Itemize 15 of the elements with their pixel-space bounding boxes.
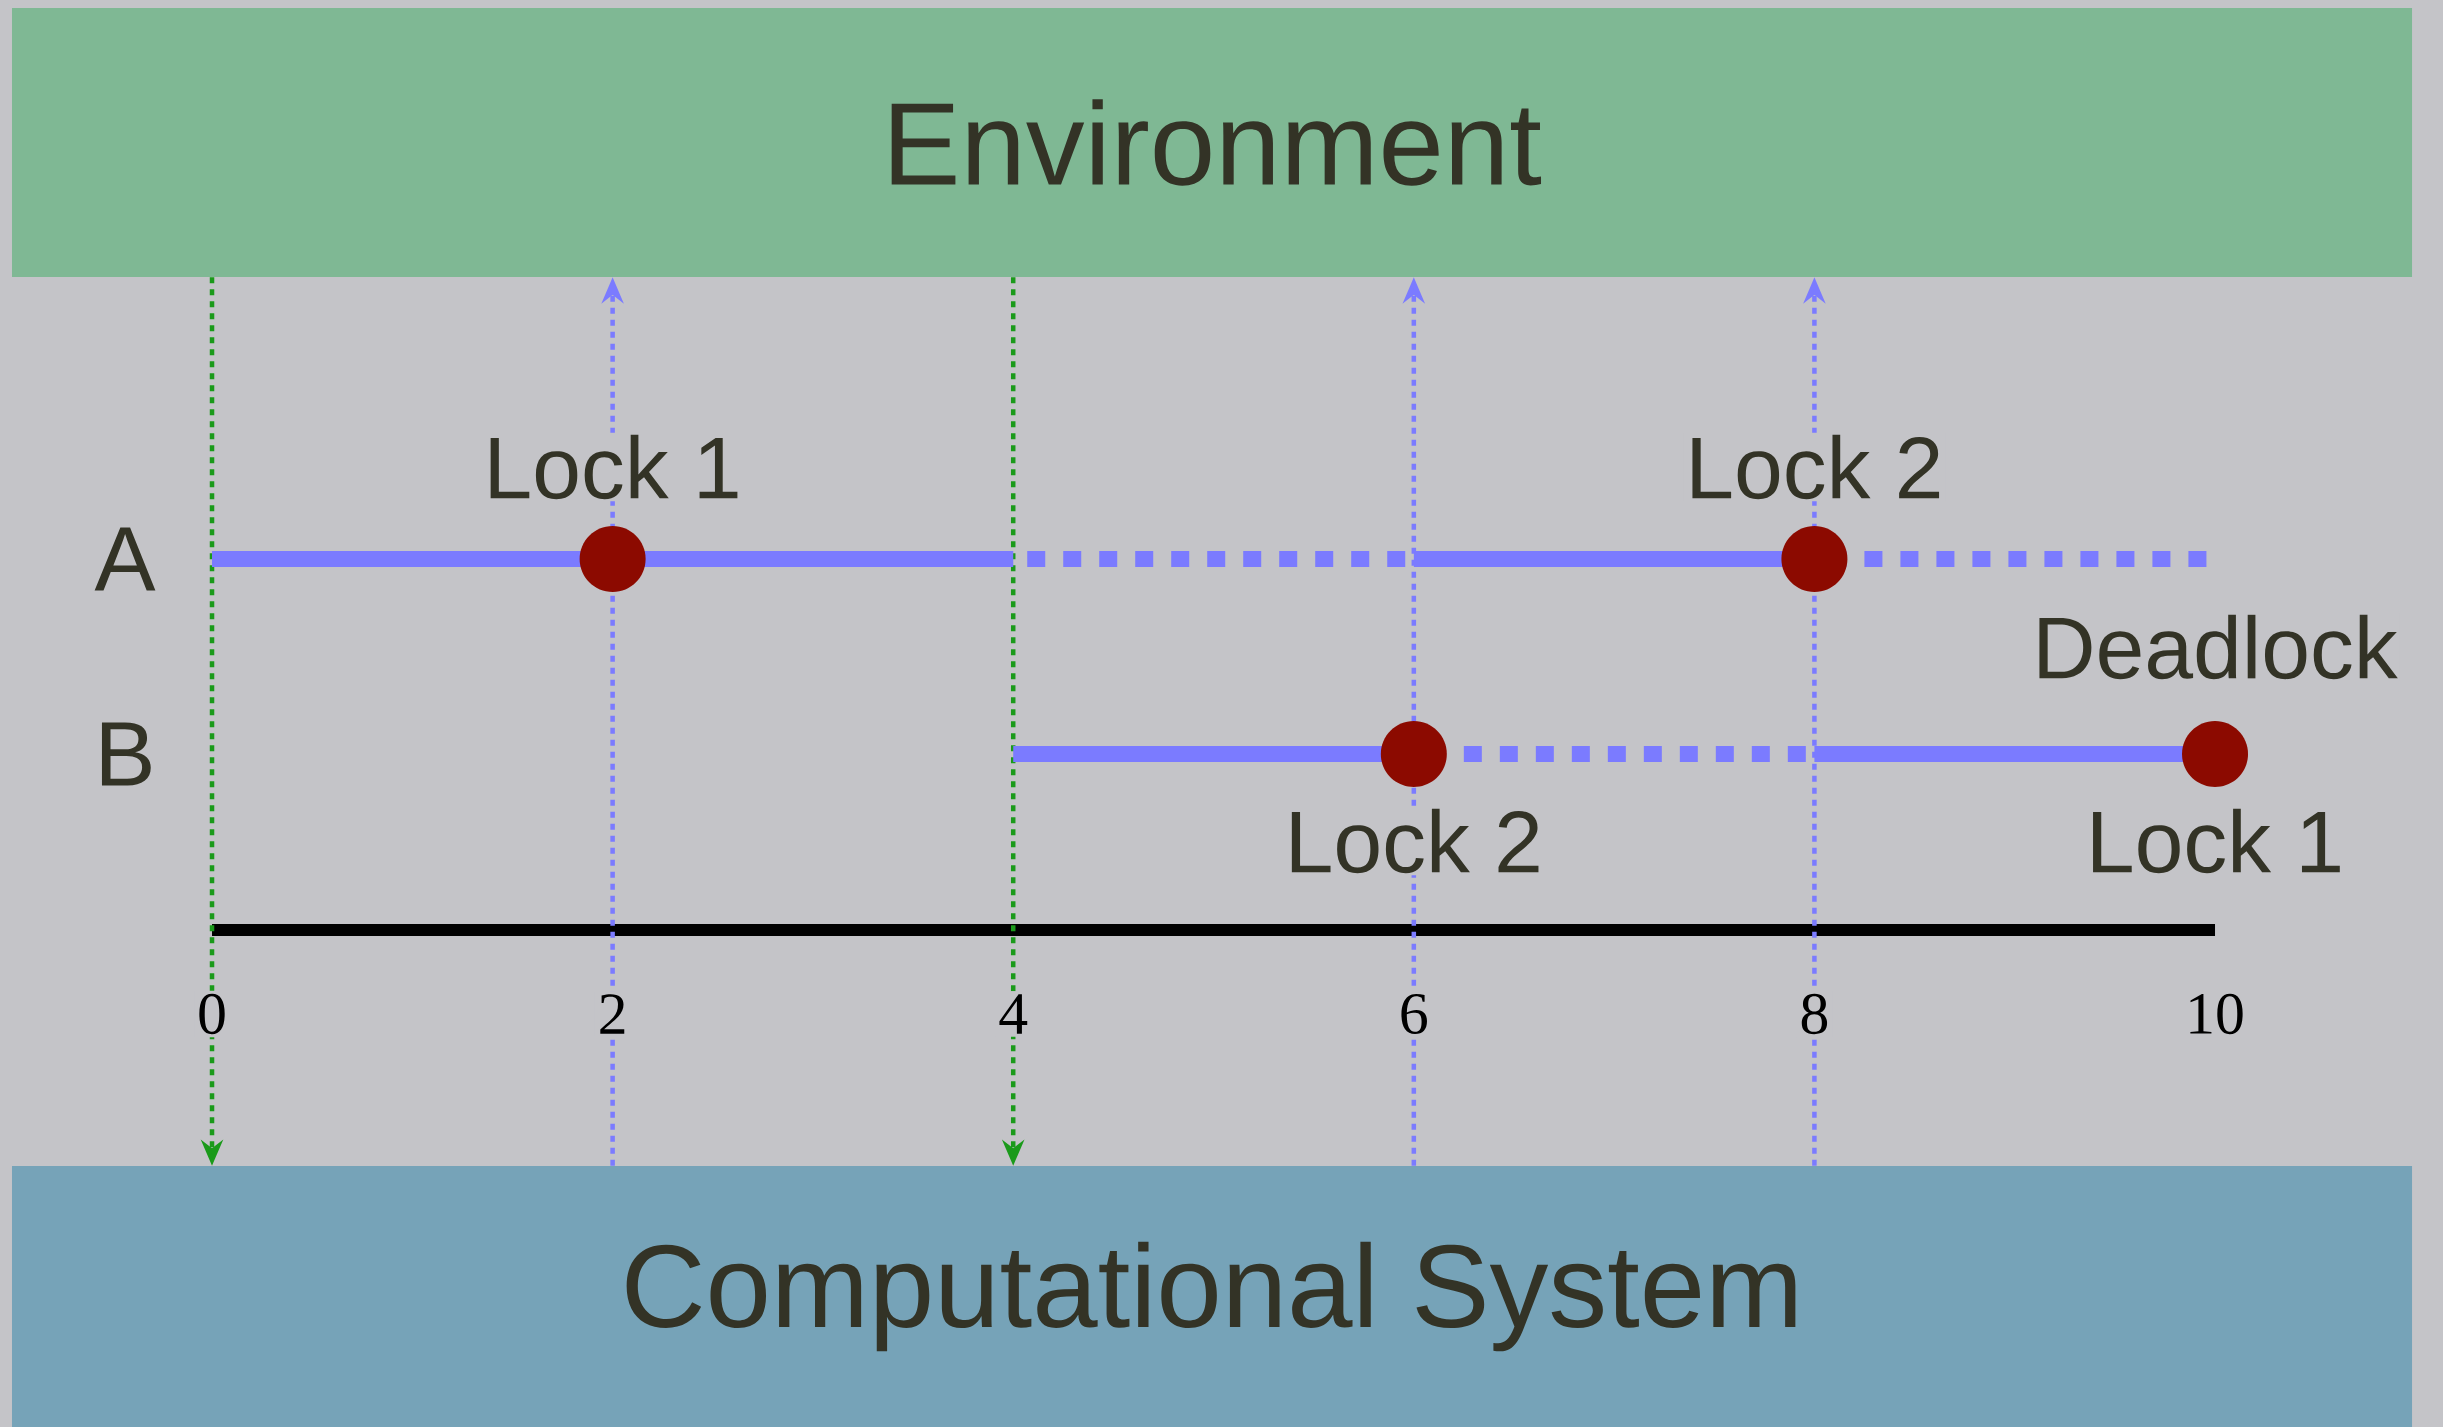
tick-label: 4 (995, 991, 1032, 1037)
tick-label: 10 (2182, 990, 2248, 1038)
band: Computational System (12, 1166, 2413, 1427)
lock-label: Lock 2 (1683, 432, 1946, 502)
tick-label: 2 (594, 991, 631, 1037)
lock-label: Lock 1 (2083, 806, 2347, 876)
tick-label: 0 (194, 990, 230, 1038)
band: Environment (12, 8, 2413, 277)
tick-label: 8 (1796, 990, 1833, 1038)
tick-label: 6 (1395, 990, 1432, 1038)
lock-label: Deadlock (2030, 612, 2400, 682)
lock-label: Lock 1 (481, 432, 744, 502)
lock-label: Lock 2 (1282, 806, 1545, 876)
row-label: A (94, 527, 156, 591)
row-label: B (101, 722, 151, 786)
